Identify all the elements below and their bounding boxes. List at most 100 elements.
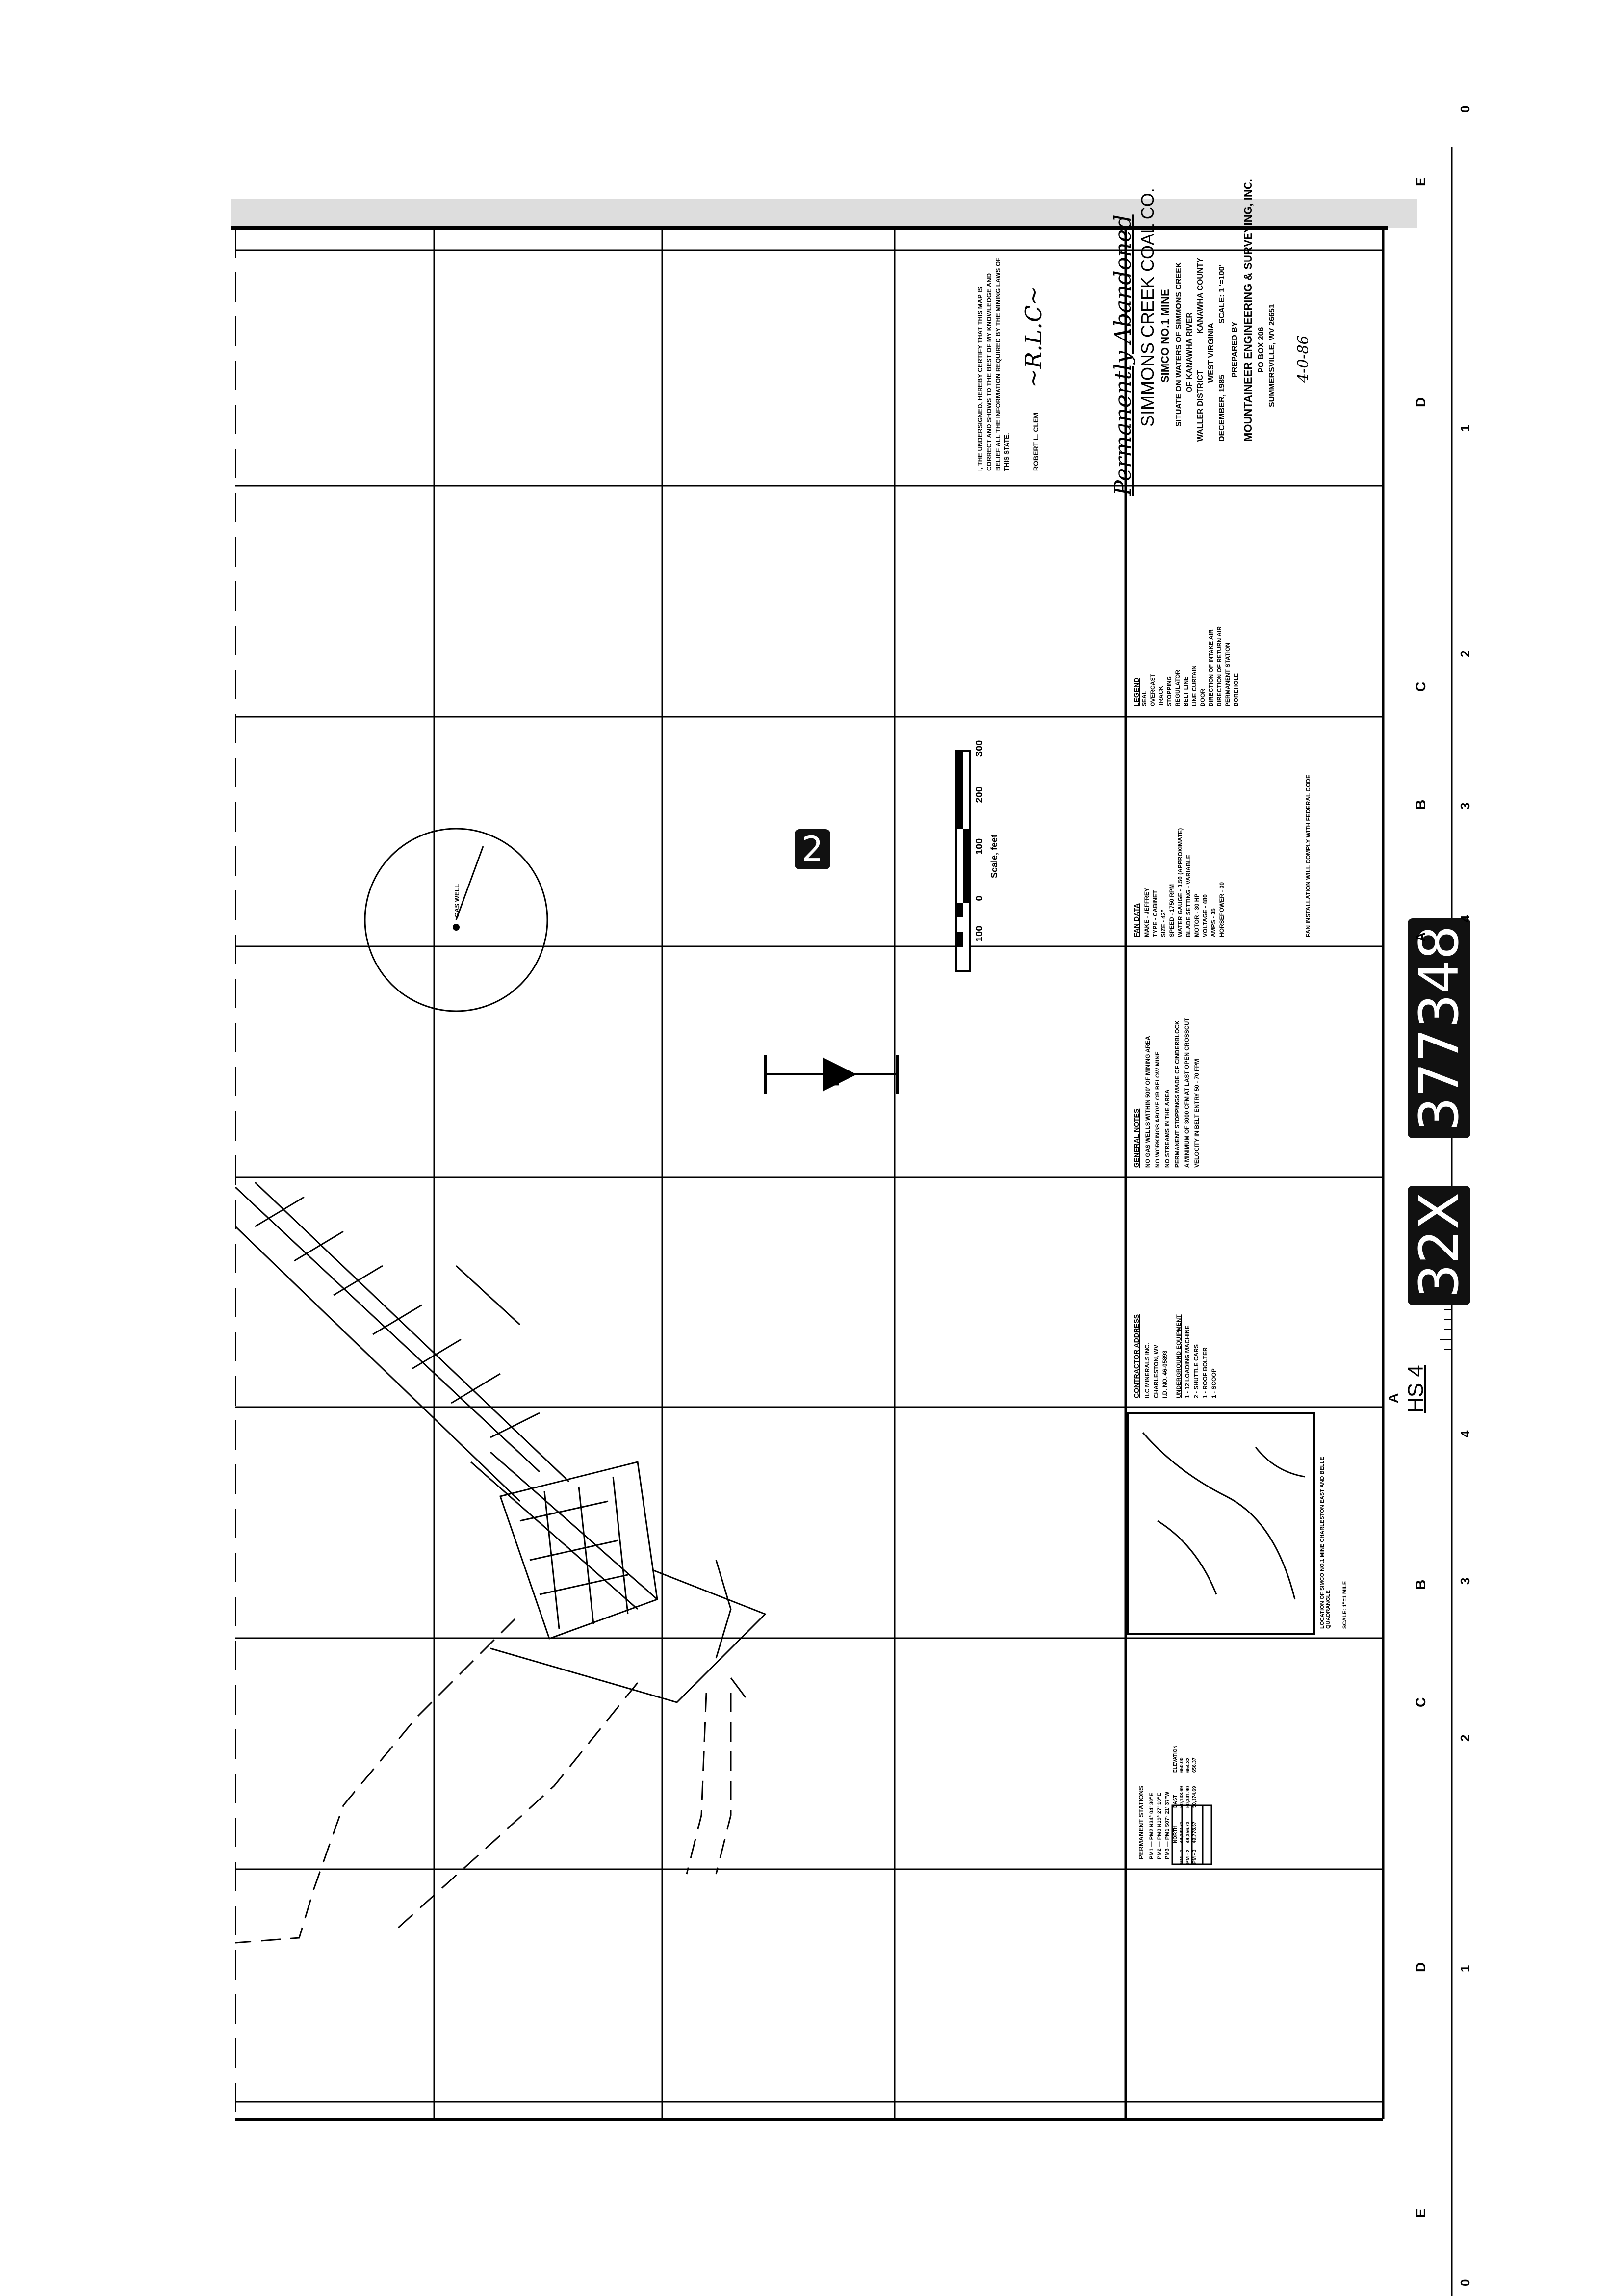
legend-list: SEAL OVERCAST TRACK STOPPING REGULATOR B… bbox=[1140, 626, 1240, 706]
scale-bar bbox=[955, 750, 971, 972]
ruler-number: 2 bbox=[1458, 1734, 1472, 1742]
col-header: ELEVATION bbox=[1173, 1745, 1178, 1773]
note-item: NO GAS WELLS WITHIN 500' OF MINING AREA bbox=[1144, 1036, 1151, 1168]
scale-tick: 300 bbox=[974, 740, 985, 757]
date-text: DECEMBER, 1985 bbox=[1218, 374, 1226, 442]
contractor-line: I.D. NO. 46-05893 bbox=[1161, 1350, 1168, 1398]
legend-item: DIRECTION OF RETURN AIR bbox=[1216, 626, 1223, 706]
fan-data-item: MOTOR - 30 HP bbox=[1193, 893, 1200, 937]
fan-data-item: TYPE - CABINET bbox=[1152, 890, 1159, 937]
ruler-letter: C bbox=[1413, 681, 1428, 692]
fan-data-item: SIZE - 42" bbox=[1160, 909, 1167, 937]
fan-data-item: BLADE SETTING - VARIABLE bbox=[1185, 855, 1192, 937]
district-text: WALLER DISTRICT bbox=[1196, 370, 1205, 442]
stations-bearings: PM1 — PM2 N34° 04' 30"E PM2 — PM3 N19° 2… bbox=[1148, 1792, 1171, 1859]
cell: 49,356.73 bbox=[1185, 1821, 1191, 1844]
location-map-scale: SCALE: 1"=1 MILE bbox=[1342, 1581, 1348, 1629]
scale-tick: 100 bbox=[974, 838, 985, 855]
ruler-letter: B bbox=[1413, 1579, 1428, 1590]
state-text: WEST VIRGINIA bbox=[1207, 323, 1215, 383]
contractor-info: ILC MINERALS INC. CHARLESTON, WV I.D. NO… bbox=[1143, 1314, 1218, 1398]
fan-data-item: HORSEPOWER - 30 bbox=[1218, 882, 1225, 937]
cell: 650.00 bbox=[1179, 1757, 1184, 1773]
general-notes-heading: GENERAL NOTES bbox=[1133, 1108, 1140, 1168]
stations-table-grid bbox=[1171, 1804, 1212, 1865]
scale-tick: 200 bbox=[974, 786, 985, 803]
reel-stamp: 32X bbox=[1408, 1185, 1470, 1305]
ruler-number: 0 bbox=[1458, 105, 1472, 113]
general-notes-list: NO GAS WELLS WITHIN 500' OF MINING AREA … bbox=[1143, 1018, 1202, 1168]
contractor-heading: CONTRACTOR ADDRESS bbox=[1133, 1314, 1140, 1398]
location-map-caption: LOCATION OF SIMCO NO.1 MINE CHARLESTON E… bbox=[1319, 1457, 1331, 1629]
legend-item: TRACK bbox=[1158, 686, 1164, 706]
scale-bar-ticks: 100 0 100 200 300 bbox=[974, 740, 985, 942]
ruler-number: 2 bbox=[1458, 650, 1472, 657]
gas-well-icon bbox=[453, 924, 460, 931]
legend-item: BOREHOLE bbox=[1233, 673, 1239, 706]
cell: PM - 2 bbox=[1185, 1849, 1191, 1864]
equipment-item: 1 - 12 LOADING MACHINE bbox=[1184, 1325, 1191, 1398]
ruler-number: 1 bbox=[1458, 1965, 1472, 1972]
ruler-letter: A bbox=[1386, 1393, 1401, 1403]
mine-name: SIMCO NO.1 MINE bbox=[1159, 289, 1171, 383]
equipment-item: 1 - ROOF BOLTER bbox=[1202, 1347, 1209, 1398]
prepared-by-label: PREPARED BY bbox=[1231, 321, 1239, 378]
ruler-number: 1 bbox=[1458, 424, 1472, 432]
location-map bbox=[1127, 1412, 1315, 1635]
fan-data-item: AMPS - 35 bbox=[1210, 908, 1217, 937]
legend-item: REGULATOR bbox=[1174, 670, 1181, 706]
po-box: PO BOX 206 bbox=[1257, 327, 1265, 373]
fan-data-item: WATER GAUGE - 0.50 (APPROXIMATE) bbox=[1177, 828, 1184, 937]
north-label: N bbox=[822, 1072, 843, 1087]
bearing: PM3 — PM1 S07° 21' 37"W bbox=[1164, 1791, 1170, 1859]
legend-item: BELT LINE bbox=[1183, 676, 1189, 706]
ruler-letter: C bbox=[1413, 1697, 1428, 1707]
legend-item: LINE CURTAIN bbox=[1191, 665, 1198, 706]
scale-tick: 100 bbox=[974, 925, 985, 942]
situate-text: SITUATE ON WATERS OF SIMMONS CREEK bbox=[1175, 262, 1183, 427]
ruler-letter: B bbox=[1413, 799, 1428, 809]
outcrop-dashed-line bbox=[235, 1618, 732, 1944]
sheet-number: 2 bbox=[795, 829, 830, 869]
cell: PM - 3 bbox=[1192, 1849, 1197, 1864]
cell: PM - 1 bbox=[1179, 1849, 1184, 1864]
legend-item: DIRECTION OF INTAKE AIR bbox=[1208, 629, 1214, 706]
equipment-item: 1 - SCOOP bbox=[1210, 1368, 1217, 1398]
river-text: OF KANAWHA RIVER bbox=[1185, 313, 1194, 392]
certification-signer: ROBERT L. CLEM bbox=[1032, 413, 1040, 471]
bearing: PM1 — PM2 N34° 04' 30"E bbox=[1149, 1793, 1155, 1859]
mine-workings bbox=[234, 1181, 767, 1703]
status-handwritten: Permanently Abandoned bbox=[1109, 214, 1136, 496]
note-item: PERMANENT STOPPINGS MADE OF CINDERBLOCK bbox=[1174, 1020, 1181, 1168]
note-item: NO WORKINGS ABOVE OR BELOW MINE bbox=[1154, 1051, 1161, 1168]
ruler-letter: D bbox=[1413, 1962, 1428, 1972]
ruler-number: 0 bbox=[1458, 2279, 1472, 2286]
note-item: NO STREAMS IN THE AREA bbox=[1164, 1089, 1171, 1168]
scale-bar-label: Scale, feet bbox=[989, 834, 999, 878]
cell: 49,342.71 bbox=[1179, 1821, 1184, 1844]
ruler-letter: A bbox=[1413, 932, 1428, 942]
ruler-letter: E bbox=[1413, 2208, 1428, 2218]
address: SUMMERSVILLE, WV 26651 bbox=[1268, 304, 1276, 407]
ruler-number: 3 bbox=[1458, 1577, 1472, 1585]
company-name: SIMMONS CREEK COAL CO. bbox=[1137, 188, 1158, 427]
north-arrow bbox=[764, 1055, 899, 1094]
col-header bbox=[1172, 1844, 1179, 1864]
scale-tick: 0 bbox=[974, 895, 985, 901]
note-item: A MINIMUM OF 3000 CFM AT LAST OPEN CROSS… bbox=[1184, 1018, 1190, 1168]
col-header: EAST bbox=[1173, 1795, 1178, 1808]
note-item: VELOCITY IN BELT ENTRY 50 - 70 FPM bbox=[1193, 1059, 1200, 1168]
hs-stamp: HS 4 bbox=[1404, 1365, 1428, 1413]
ruler-letter: D bbox=[1413, 397, 1428, 407]
handwritten-date: 4-0-86 bbox=[1295, 335, 1312, 383]
certification-text: I, THE UNDERSIGNED, HEREBY CERTIFY THAT … bbox=[977, 257, 1010, 471]
fan-data-item: MAKE - JEFFREY bbox=[1143, 887, 1150, 937]
equipment-item: 2 - SHUTTLE CARS bbox=[1193, 1344, 1200, 1398]
cell: 49,778.67 bbox=[1192, 1821, 1197, 1844]
